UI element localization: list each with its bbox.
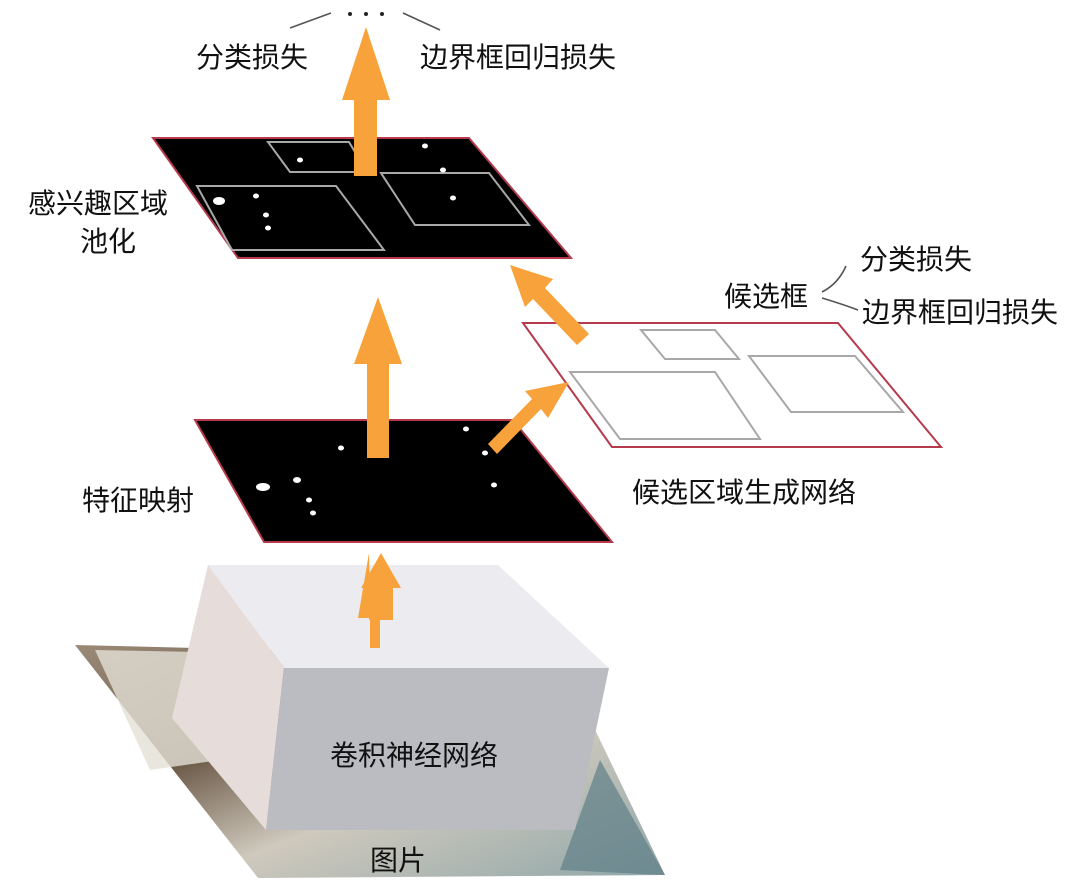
cube-top-face: [208, 565, 609, 668]
cnn-block: [172, 565, 609, 830]
upward-arrow-icon: [354, 297, 402, 458]
roi-dot: [263, 212, 269, 218]
feature-dot: [306, 497, 312, 503]
feature-dot: [491, 482, 497, 488]
roi-dot: [450, 195, 456, 201]
leader-line: [821, 297, 859, 311]
roi-dot: [297, 157, 303, 163]
leader-line: [289, 12, 332, 29]
feature-map-plane: [193, 419, 615, 543]
label-roi-pooling-line1: 感兴趣区域: [28, 187, 168, 220]
roi-box: [195, 185, 386, 251]
feature-dot: [256, 483, 270, 491]
flow-arrows: [342, 27, 589, 648]
leader-line: [821, 265, 847, 293]
upward-arrow-icon: [361, 553, 401, 620]
top-ellipsis: [348, 12, 384, 16]
feature-map-surface: [193, 419, 615, 543]
image-shade: [560, 760, 665, 875]
feature-dot: [482, 450, 488, 456]
roi-dot: [213, 197, 225, 205]
label-cls-loss-right: 分类损失: [860, 243, 972, 276]
proposal-connectors: [821, 265, 859, 311]
roi-dot: [422, 143, 428, 149]
cube-left-face: [172, 565, 284, 830]
label-rpn: 候选区域生成网络: [632, 476, 856, 509]
feature-dot: [338, 445, 344, 451]
ellipsis-dot: [380, 12, 384, 16]
label-image: 图片: [370, 844, 426, 877]
feature-dot: [310, 510, 316, 516]
roi-box: [379, 172, 532, 226]
diagonal-arrow-icon: [510, 265, 589, 345]
label-bbox-loss-right: 边界框回归损失: [862, 296, 1058, 329]
top-connectors: [289, 12, 441, 31]
feature-dot: [463, 426, 469, 432]
label-bbox-loss-top: 边界框回归损失: [420, 41, 616, 74]
diagonal-arrow-icon: [488, 382, 569, 454]
proposal-box: [568, 371, 762, 440]
proposal-box: [638, 329, 742, 360]
label-cnn: 卷积神经网络: [330, 739, 498, 772]
ellipsis-dot: [364, 12, 368, 16]
ellipsis-dot: [348, 12, 352, 16]
label-roi-pooling-line2: 池化: [80, 225, 136, 258]
roi-dot: [253, 193, 259, 199]
roi-dot: [265, 225, 271, 231]
roi-dot: [440, 167, 446, 173]
leader-line: [402, 12, 441, 31]
proposal-surface: [521, 322, 944, 448]
label-cls-loss-top: 分类损失: [196, 41, 308, 74]
cube-front-face: [266, 668, 609, 830]
feature-dot: [293, 477, 301, 483]
labels: 分类损失 边界框回归损失 感兴趣区域 池化 候选框 分类损失 边界框回归损失 特…: [28, 41, 1058, 877]
upward-arrow-icon: [342, 27, 390, 176]
label-proposals: 候选框: [724, 280, 808, 313]
proposal-plane: [521, 322, 944, 448]
proposal-box: [747, 355, 906, 413]
label-feature-map: 特征映射: [82, 484, 194, 517]
